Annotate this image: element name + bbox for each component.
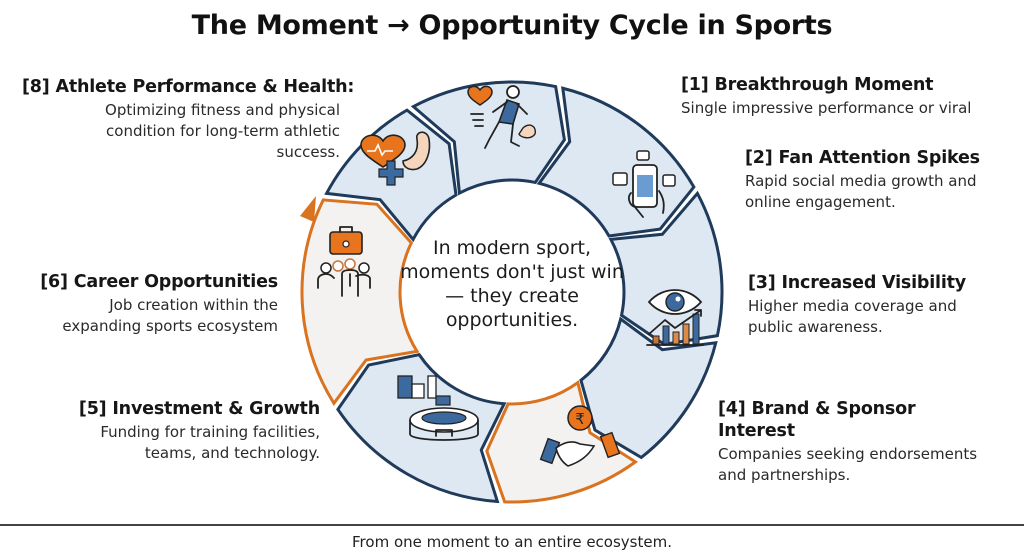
segment-visibility — [579, 316, 718, 460]
step-1-title: Breakthrough Moment — [714, 75, 934, 95]
step-1-desc: Single impressive performance or viral — [681, 99, 972, 117]
footer-divider — [0, 524, 1024, 526]
step-5-investment-growth: [5] Investment & Growth Funding for trai… — [20, 398, 320, 464]
step-3-increased-visibility: [3] Increased Visibility Higher media co… — [748, 273, 966, 336]
step-2-fan-attention: [2] Fan Attention Spikes Rapid social me… — [745, 147, 985, 213]
step-3-desc: Higher media coverage and public awarene… — [748, 297, 957, 336]
stadium-icon — [397, 375, 479, 441]
step-8-title: Athlete Performance & Health: — [55, 77, 355, 97]
heart-muscle-icon — [360, 131, 431, 186]
segment-athlete-health — [410, 80, 566, 196]
step-4-desc: Companies seeking endorsements and partn… — [718, 445, 978, 484]
page-title: The Moment → Opportunity Cycle in Sports — [191, 10, 833, 41]
smartphone-social-icon — [612, 150, 676, 218]
runner-icon — [467, 85, 537, 149]
step-1-breakthrough-moment: [1] Breakthrough Moment Single impressiv… — [681, 75, 972, 117]
center-message: In modern sport, moments don't just win … — [400, 237, 624, 331]
step-4-brand-sponsor: [4] Brand & Sponsor Interest Companies s… — [718, 398, 1008, 486]
career-arrowhead-icon — [300, 196, 316, 222]
step-2-desc: Rapid social media growth and online eng… — [745, 172, 977, 211]
step-6-title: Career Opportunities — [73, 272, 278, 292]
segment-brand-sponsor — [485, 380, 639, 504]
step-8-athlete-performance: [8] Athlete Performance & Health: Optimi… — [22, 77, 355, 161]
step-6-desc: Job creation within the expanding sports… — [62, 296, 278, 335]
footer-caption: From one moment to an entire ecosystem. — [352, 533, 672, 551]
handshake-rupee-icon: ₹ — [539, 405, 621, 467]
step-2-title: Fan Attention Spikes — [778, 148, 980, 168]
step-3-title: Increased Visibility — [781, 273, 966, 293]
step-6-career-opportunities: [6] Career Opportunities Job creation wi… — [10, 271, 278, 337]
step-4-title: Brand & Sponsor Interest — [718, 399, 916, 441]
step-5-title: Investment & Growth — [112, 399, 320, 419]
svg-text:₹: ₹ — [575, 410, 585, 428]
briefcase-people-icon — [317, 226, 371, 297]
center-disc — [402, 182, 622, 402]
step-5-desc: Funding for training facilities, teams, … — [100, 423, 320, 462]
eye-chart-icon — [646, 289, 704, 346]
step-8-desc: Optimizing fitness and physical conditio… — [105, 101, 340, 161]
